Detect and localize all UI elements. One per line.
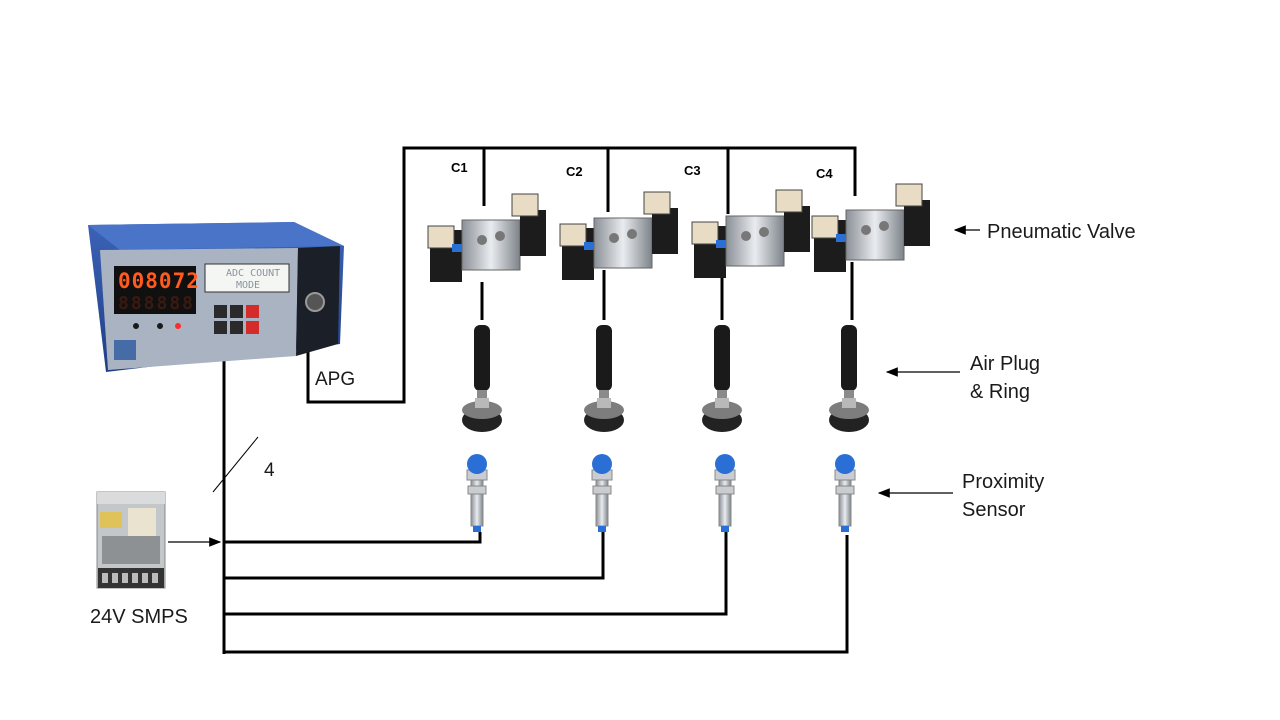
- proximity-sensor: [834, 454, 856, 532]
- pneumatic-valve: [691, 189, 810, 278]
- controller-unit: [88, 222, 344, 372]
- air-plug-ring: [584, 325, 624, 432]
- proximity-sensor: [591, 454, 613, 532]
- air-plug-ring: [462, 325, 502, 432]
- display-top: 008072: [118, 269, 200, 293]
- lcd-line-2: MODE: [236, 280, 260, 291]
- smps-unit: [96, 491, 166, 589]
- lcd-line-1: ADC COUNT: [226, 268, 280, 279]
- pneumatic-valve: [559, 191, 678, 280]
- smps-label: 24V SMPS: [90, 606, 188, 628]
- proximity-sensor: [714, 454, 736, 532]
- pneumatic-valve-label: Pneumatic Valve: [987, 221, 1136, 243]
- pneumatic-valve: [811, 183, 930, 272]
- channel-label-c4: C4: [816, 166, 833, 181]
- channel-label-c1: C1: [451, 160, 468, 175]
- bus-count-label: 4: [264, 460, 275, 481]
- proximity-label-line2: Sensor: [962, 499, 1026, 521]
- air-plug-label-line1: Air Plug: [970, 353, 1040, 375]
- air-plug-label-line2: & Ring: [970, 381, 1030, 403]
- display-bottom: 888888: [118, 293, 195, 314]
- apg-label: APG: [315, 369, 355, 390]
- pneumatic-valve: [427, 193, 546, 282]
- channel-label-c2: C2: [566, 164, 583, 179]
- air-plug-ring: [829, 325, 869, 432]
- wires: [222, 146, 857, 654]
- proximity-label-line1: Proximity: [962, 471, 1044, 493]
- bus-slash: [212, 436, 259, 493]
- channel-label-c3: C3: [684, 163, 701, 178]
- proximity-sensor: [466, 454, 488, 532]
- air-supply-line: [306, 146, 857, 404]
- air-plug-ring: [702, 325, 742, 432]
- apg-connector: [305, 292, 325, 312]
